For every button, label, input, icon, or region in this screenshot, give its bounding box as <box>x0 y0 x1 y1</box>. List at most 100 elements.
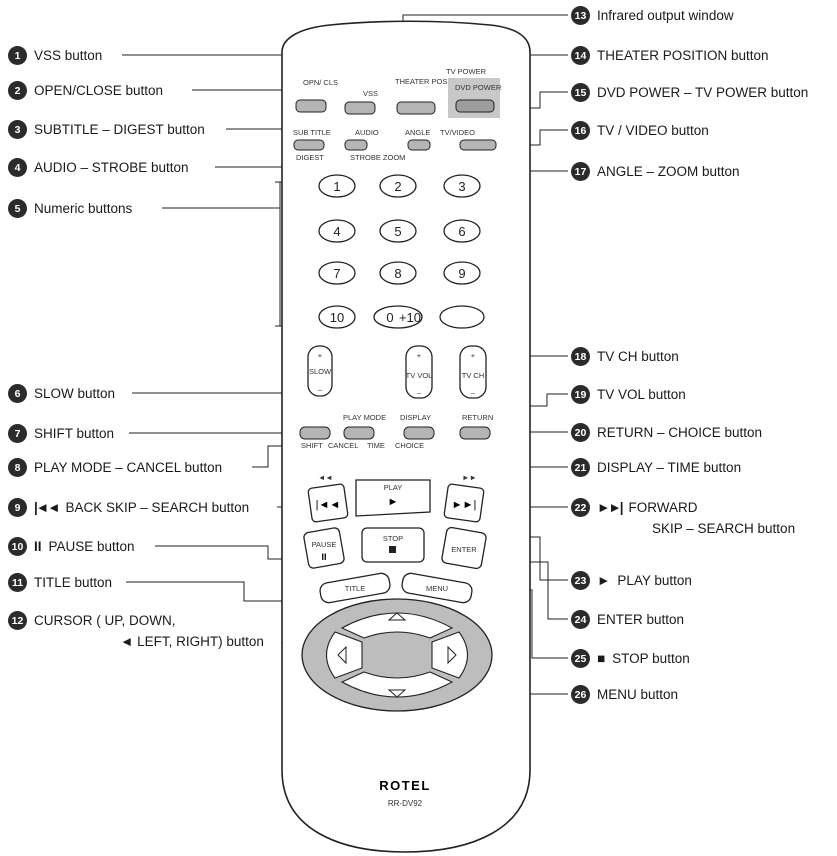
callout-label: Infrared output window <box>597 7 734 23</box>
up-arrow-icon <box>387 612 407 621</box>
numeric-button-4[interactable] <box>318 219 356 243</box>
callout-5: 5 Numeric buttons <box>8 199 132 218</box>
numeric-button-6[interactable] <box>443 219 481 243</box>
numeric-label-2: 2 <box>394 179 401 194</box>
forward-skip-button[interactable] <box>443 483 485 523</box>
numeric-label-5: 5 <box>394 224 401 239</box>
slow-button[interactable] <box>307 345 333 397</box>
tv-vol-button[interactable] <box>405 345 433 399</box>
tv-vol-minus-label: – <box>417 388 422 397</box>
callout-label: TITLE button <box>34 574 113 590</box>
numeric-button-3[interactable] <box>443 174 481 198</box>
display-label: DISPLAY <box>400 413 431 422</box>
numeric-button-2[interactable] <box>379 174 417 198</box>
callout-label: Numeric buttons <box>34 200 133 216</box>
numeric-button-0-plus10[interactable] <box>373 305 423 329</box>
numeric-button-1[interactable] <box>318 174 356 198</box>
enter-label: ENTER <box>451 545 477 554</box>
callout-label-2: LEFT, RIGHT) button <box>137 634 264 649</box>
callout-number: 15 <box>571 83 590 102</box>
vss-button[interactable] <box>344 101 376 115</box>
numeric-button-10[interactable] <box>318 305 356 329</box>
callout-number: 14 <box>571 46 590 65</box>
cursor-left-button[interactable] <box>325 631 363 679</box>
stop-label: STOP <box>383 534 403 543</box>
pause-button[interactable] <box>303 527 345 569</box>
numeric-label-1: 1 <box>333 179 340 194</box>
cursor-pad <box>301 598 493 712</box>
dvd-power-label: DVD POWER <box>455 83 502 92</box>
play-button[interactable] <box>355 479 431 517</box>
callout-23: 23 ► PLAY button <box>571 571 692 590</box>
return-choice-button[interactable] <box>459 426 491 440</box>
cursor-down-button[interactable] <box>340 671 454 698</box>
tv-ch-button[interactable] <box>459 345 487 399</box>
opn-cls-label: OPN/ CLS <box>303 78 338 87</box>
tv-ch-minus-label: – <box>471 388 476 397</box>
theater-position-button[interactable] <box>396 101 436 115</box>
vss-label: VSS <box>363 89 378 98</box>
callout-11: 11 TITLE button <box>8 573 112 592</box>
play-mode-label: PLAY MODE <box>343 413 386 422</box>
callout-number: 8 <box>8 458 27 477</box>
callout-3: 3 SUBTITLE – DIGEST button <box>8 120 205 139</box>
callout-label: ENTER button <box>597 611 685 627</box>
menu-button[interactable] <box>401 572 473 604</box>
cursor-center <box>364 640 430 670</box>
callout-18: 18 TV CH button <box>571 347 679 366</box>
numeric-button-blank[interactable] <box>439 305 485 329</box>
callout-14: 14 THEATER POSITION button <box>571 46 769 65</box>
slow-plus-label: + <box>318 351 323 360</box>
numeric-label-6: 6 <box>458 224 465 239</box>
open-close-button[interactable] <box>295 99 327 113</box>
play-icon: ► <box>597 572 611 588</box>
callout-label: PLAY MODE – CANCEL button <box>34 459 223 475</box>
callout-number: 9 <box>8 498 27 517</box>
callout-label: TV CH button <box>597 348 679 364</box>
numeric-label-3: 3 <box>458 179 465 194</box>
left-arrow-icon <box>337 645 347 665</box>
forward-skip-icon: ►►| <box>597 499 623 515</box>
numeric-button-7[interactable] <box>318 261 356 285</box>
angle-zoom-button[interactable] <box>407 139 431 151</box>
tv-video-label: TV/VIDEO <box>440 128 475 137</box>
slow-minus-label: – <box>318 385 323 394</box>
numeric-button-5[interactable] <box>379 219 417 243</box>
display-time-button[interactable] <box>403 426 435 440</box>
cursor-up-button[interactable] <box>340 612 454 639</box>
numeric-label-8: 8 <box>394 266 401 281</box>
tv-ch-plus-label: + <box>471 351 476 360</box>
back-skip-icon: |◄◄ <box>316 499 341 511</box>
title-button[interactable] <box>319 572 391 604</box>
callout-number: 7 <box>8 424 27 443</box>
numeric-button-9[interactable] <box>443 261 481 285</box>
callout-number: 20 <box>571 423 590 442</box>
callout-number: 22 <box>571 498 590 517</box>
subtitle-digest-button[interactable] <box>293 139 325 151</box>
enter-button[interactable] <box>441 526 487 570</box>
menu-label: MENU <box>426 584 448 593</box>
audio-strobe-button[interactable] <box>344 139 368 151</box>
callout-number: 4 <box>8 158 27 177</box>
numeric-label-9: 9 <box>458 266 465 281</box>
tv-ch-label: TV CH <box>462 371 485 380</box>
callout-number: 17 <box>571 162 590 181</box>
back-skip-button[interactable] <box>307 483 349 523</box>
callout-label: OPEN/CLOSE button <box>34 82 164 98</box>
right-arrow-icon <box>447 645 457 665</box>
brand-logo: ROTEL <box>379 778 431 793</box>
callout-label: TV / VIDEO button <box>597 122 709 138</box>
dvd-power-button[interactable] <box>455 99 495 113</box>
callout-10: 10 II PAUSE button <box>8 537 135 556</box>
cursor-right-button[interactable] <box>431 631 469 679</box>
callout-label: MENU button <box>597 686 679 702</box>
numeric-button-8[interactable] <box>379 261 417 285</box>
stop-icon <box>389 546 396 553</box>
shift-button[interactable] <box>299 426 331 440</box>
play-mode-cancel-button[interactable] <box>343 426 375 440</box>
callout-label: SLOW button <box>34 385 116 401</box>
tv-video-button[interactable] <box>459 139 497 151</box>
stop-button[interactable] <box>361 527 425 563</box>
callout-4: 4 AUDIO – STROBE button <box>8 158 189 177</box>
callout-number: 2 <box>8 81 27 100</box>
